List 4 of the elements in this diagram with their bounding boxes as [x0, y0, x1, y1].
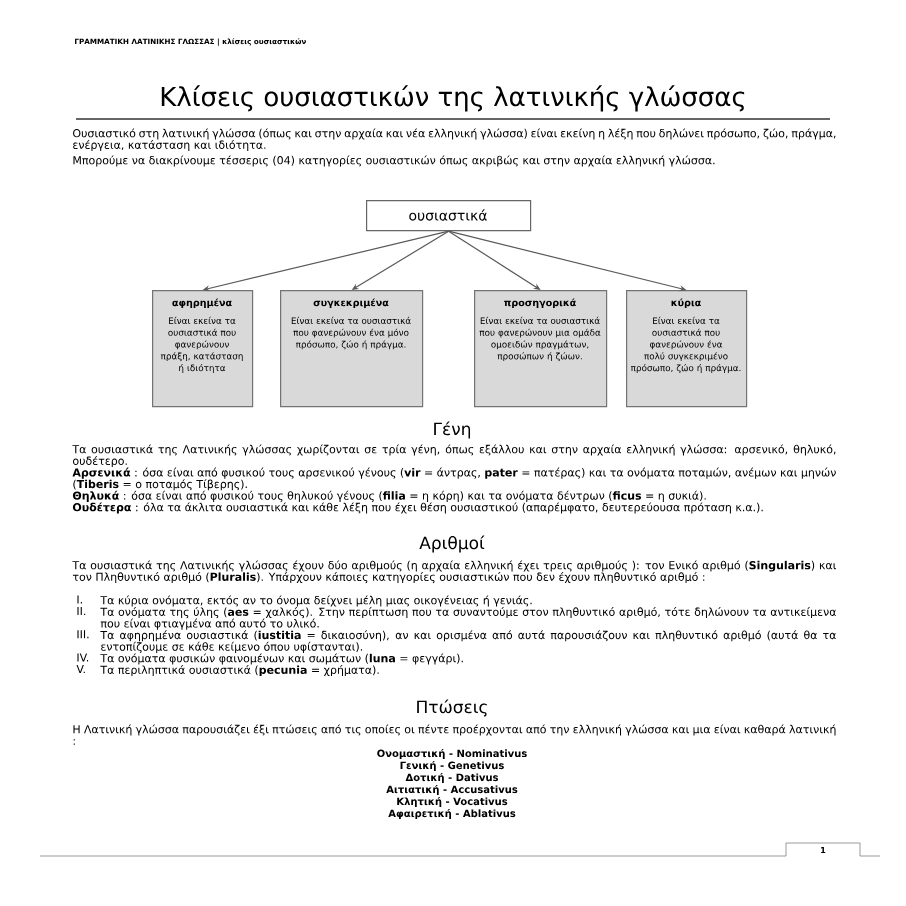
section-heading: Πτώσεις [417, 699, 487, 717]
page-title: Κλίσεις ουσιαστικών της λατινικής γλώσσας [161, 85, 745, 112]
section-heading: Γένη [434, 421, 470, 439]
section-heading: Αριθμοί [419, 535, 485, 553]
